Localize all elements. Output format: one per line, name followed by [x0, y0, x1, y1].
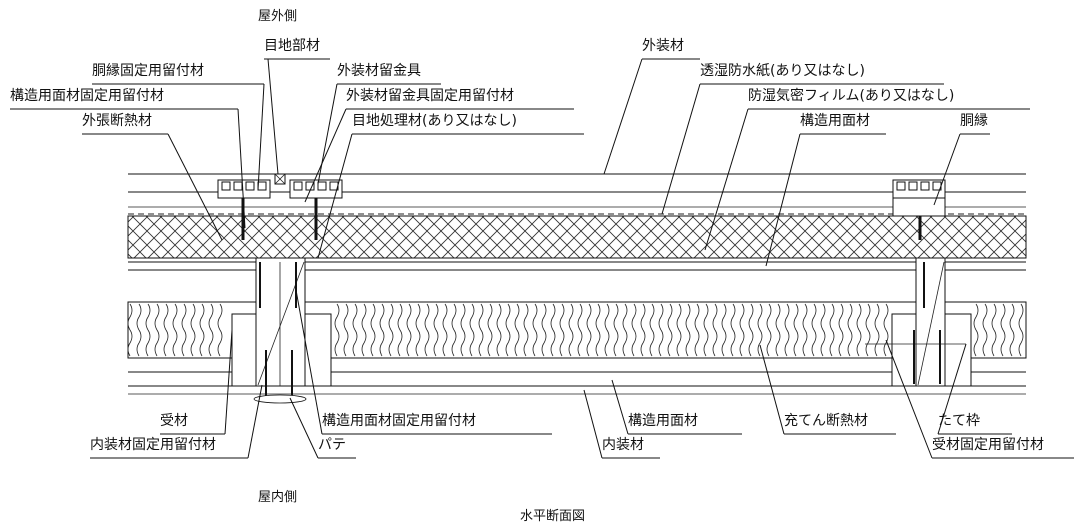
label-sheathing-fastener-bottom: 構造用面材固定用留付材	[322, 413, 476, 429]
label-moisture-permeable-paper: 透湿防水紙(あり又はなし)	[700, 63, 865, 79]
label-vapor-barrier: 防湿気密フィルム(あり又はなし)	[748, 87, 954, 104]
left-stud-joint	[231, 257, 332, 387]
label-receiver-fastener: 受材固定用留付材	[932, 437, 1044, 453]
right-stud-joint	[865, 257, 972, 387]
label-external-insulation: 外張断熱材	[82, 113, 152, 129]
right-furring-and-clips	[892, 179, 946, 217]
label-sheathing-fastener-top: 構造用面材固定用留付材	[10, 88, 164, 104]
leader-lines	[167, 58, 967, 459]
left-cladding-clips	[217, 173, 343, 199]
diagram-caption: 水平断面図	[520, 509, 585, 524]
label-furring-fastener: 胴縁固定用留付材	[92, 63, 204, 79]
label-stud: たて枠	[938, 413, 980, 429]
label-interior-finish: 内装材	[602, 437, 644, 453]
label-cavity-insulation: 充てん断熱材	[784, 413, 868, 429]
label-joint-part: 目地部材	[264, 38, 320, 54]
label-structural-panel-top: 構造用面材	[800, 113, 870, 129]
label-furring: 胴縁	[960, 113, 988, 129]
exterior-side-label: 屋外側	[258, 9, 297, 24]
label-interior-fastener: 内装材固定用留付材	[90, 437, 216, 453]
label-clip-fastener: 外装材留金具固定用留付材	[346, 88, 514, 104]
left-fasteners	[241, 196, 318, 404]
right-fasteners	[913, 196, 941, 384]
label-structural-panel-bottom: 構造用面材	[628, 413, 698, 429]
label-receiver: 受材	[160, 413, 188, 429]
label-putty: パテ	[318, 437, 346, 453]
label-cladding-clip: 外装材留金具	[337, 63, 421, 79]
interior-side-label: 屋内側	[258, 489, 297, 505]
external-insulation-layer	[127, 215, 1027, 259]
label-cladding: 外装材	[642, 38, 684, 54]
cavity-insulation	[127, 301, 1027, 359]
label-joint-treatment: 目地処理材(あり又はなし)	[352, 113, 517, 129]
